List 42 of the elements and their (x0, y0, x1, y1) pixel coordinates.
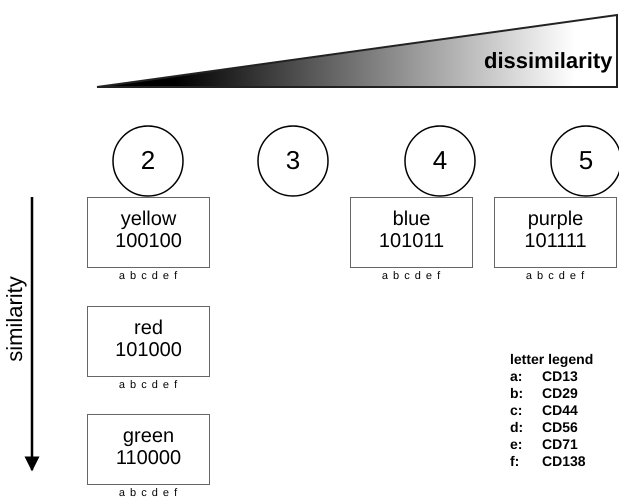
axis-label: dissimilarity (484, 48, 612, 74)
code-box (87, 306, 210, 377)
binary-code: 101011 (378, 230, 446, 252)
circle-number: 4 (432, 144, 448, 177)
circle-number: 5 (578, 144, 594, 177)
number-circle (112, 125, 184, 197)
letter-row-text: a b c d e f (118, 379, 180, 391)
circle-number: 2 (140, 144, 156, 177)
code-box (494, 197, 617, 268)
color-name: green (122, 425, 176, 447)
legend-key: b: (510, 385, 524, 401)
binary-code: 100100 (114, 230, 183, 252)
circle-number: 3 (284, 144, 302, 177)
binary-code: 101111 (523, 230, 588, 252)
legend-title: letter legend (510, 351, 594, 367)
letter-row-text: a b c d e f (118, 487, 180, 498)
binary-code: 101000 (114, 339, 183, 361)
legend-value: CD44 (542, 402, 578, 418)
number-circle (404, 125, 476, 197)
legend-key: d: (510, 419, 524, 435)
color-name: blue (392, 208, 432, 230)
code-box (87, 414, 210, 485)
legend-value: CD13 (542, 368, 578, 384)
legend-key: a: (510, 368, 522, 384)
letter-row-text: a b c d e f (524, 270, 586, 282)
legend-key: f: (510, 453, 520, 469)
number-circle (257, 125, 329, 197)
letter-row-text: a b c d e f (380, 270, 442, 282)
color-name: red (133, 317, 164, 339)
legend-value: CD138 (542, 453, 586, 469)
legend-value: CD29 (542, 385, 578, 401)
color-name: purple (526, 208, 584, 230)
code-box (87, 197, 210, 268)
letter-row-text: a b c d e f (118, 270, 180, 282)
legend-key: c: (510, 402, 522, 418)
binary-code: 110000 (114, 447, 182, 469)
legend-key: e: (510, 436, 522, 452)
axis-label: similarity (2, 275, 28, 364)
legend-value: CD56 (542, 419, 578, 435)
legend-value: CD71 (542, 436, 578, 452)
color-name: yellow (120, 208, 178, 230)
code-box (350, 197, 473, 268)
